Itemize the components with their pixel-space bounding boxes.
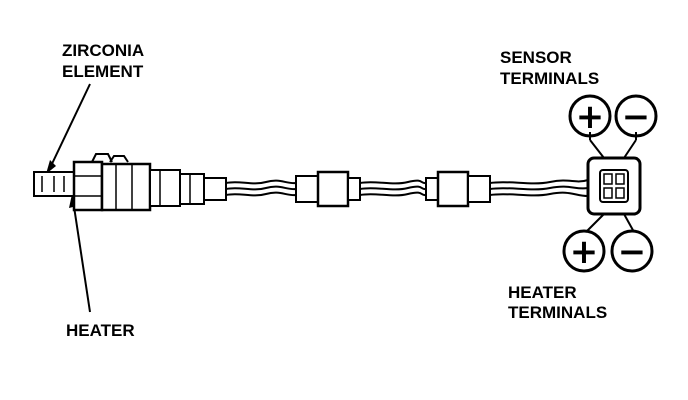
heater-label: HEATER [66,321,135,340]
heater-negative-symbol: − [618,232,647,272]
sensor-negative-terminal: − [614,94,658,138]
sensor-negative-symbol: − [622,97,651,137]
inline-connector-2 [425,170,491,208]
zirconia-element-label-line2: ELEMENT [62,62,144,81]
sensor-probe [33,153,227,212]
zirconia-leader [46,83,91,174]
wire-harness [225,179,589,197]
zirconia-element-label-line1: ZIRCONIA [62,41,144,60]
heater-positive-symbol: + [570,232,599,272]
inline-connector-1 [295,170,361,208]
terminal-plug [585,132,642,233]
heater-positive-terminal: + [562,229,606,273]
sensor-positive-symbol: + [576,97,605,137]
sensor-positive-terminal: + [568,94,612,138]
heater-leader [69,194,91,313]
sensor-terminals-label-line1: SENSOR [500,48,572,67]
heater-terminals-label-line2: TERMINALS [508,303,607,322]
heater-negative-terminal: − [610,229,654,273]
heater-terminals-label-line1: HEATER [508,283,577,302]
sensor-terminals-label-line2: TERMINALS [500,69,599,88]
